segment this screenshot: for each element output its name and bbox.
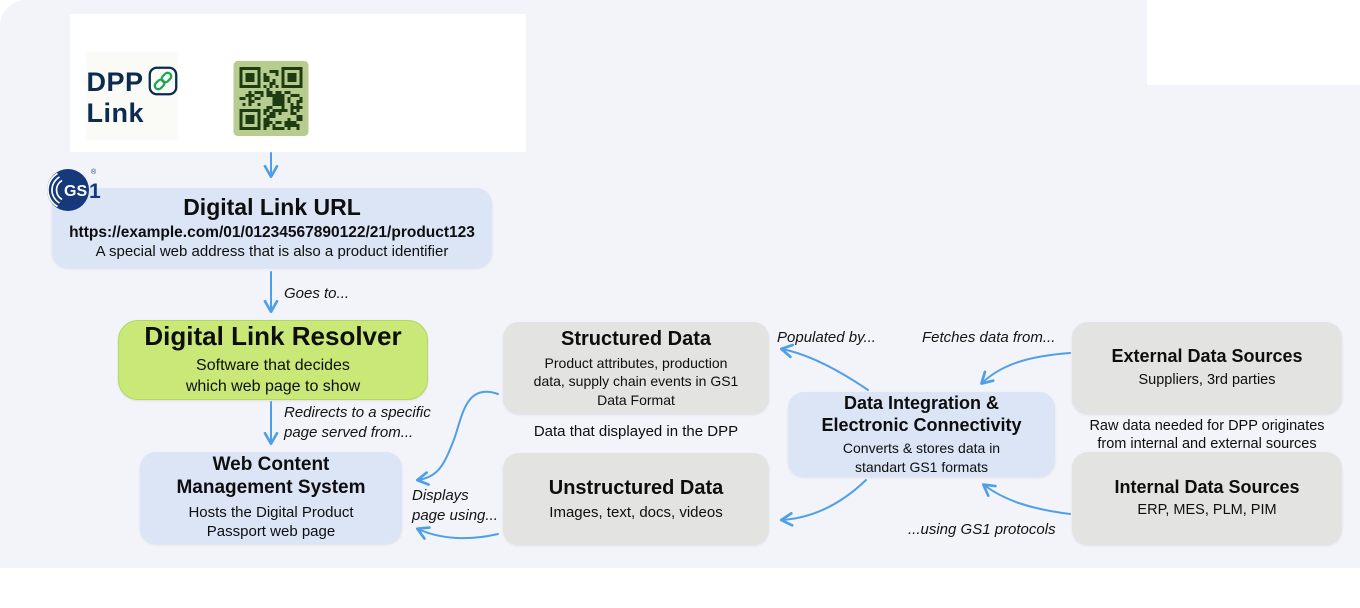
node-title: Structured Data: [560, 328, 712, 351]
svg-text:GS: GS: [64, 183, 87, 200]
node-data-integration: Data Integration & Electronic Connectivi…: [788, 392, 1055, 477]
node-external-sources: External Data Sources Suppliers, 3rd par…: [1072, 322, 1342, 414]
canvas-cutout: [1147, 0, 1360, 85]
node-desc: Product attributes, production data, sup…: [533, 355, 739, 408]
node-title: Digital Link URL: [183, 193, 361, 220]
node-structured-data: Structured Data Product attributes, prod…: [503, 322, 769, 414]
label-populated-by: Populated by...: [777, 329, 876, 346]
note-raw-data: Raw data needed for DPP originates from …: [1089, 418, 1325, 453]
node-desc: Suppliers, 3rd parties: [1138, 371, 1276, 388]
label-fetches-from: Fetches data from...: [922, 329, 1056, 346]
svg-text:1: 1: [89, 180, 101, 203]
node-desc: Hosts the Digital Product Passport web p…: [188, 503, 354, 541]
node-web-cms: Web Content Management System Hosts the …: [140, 452, 402, 544]
digital-link-url-value: https://example.com/01/01234567890122/21…: [69, 224, 475, 242]
node-title: Data Integration & Electronic Connectivi…: [821, 393, 1022, 435]
label-displays: Displays page using...: [412, 487, 498, 525]
node-title: Internal Data Sources: [1114, 476, 1300, 497]
node-internal-sources: Internal Data Sources ERP, MES, PLM, PIM: [1072, 452, 1342, 545]
gs1-logo: GS 1 ®: [44, 164, 114, 221]
label-goes-to: Goes to...: [284, 285, 350, 302]
node-title: Web Content Management System: [176, 453, 366, 498]
note-dpp-display: Data that displayed in the DPP: [533, 423, 739, 440]
dpp-link-logo: DPP Link: [86, 52, 178, 140]
label-redirects: Redirects to a specific page served from…: [284, 404, 431, 442]
node-digital-link-resolver: Digital Link Resolver Software that deci…: [118, 320, 428, 400]
logo-text-dpp: DPP: [86, 67, 144, 97]
node-desc: A special web address that is also a pro…: [95, 243, 449, 261]
node-desc: ERP, MES, PLM, PIM: [1137, 502, 1277, 519]
node-title: Unstructured Data: [548, 476, 724, 499]
node-title: External Data Sources: [1111, 346, 1303, 367]
node-unstructured-data: Unstructured Data Images, text, docs, vi…: [503, 453, 769, 545]
node-desc: Converts & stores data in standart GS1 f…: [842, 440, 1001, 475]
node-desc: Software that decides which web page to …: [185, 357, 361, 396]
node-digital-link-url: Digital Link URL https://example.com/01/…: [52, 188, 492, 268]
chain-link-icon: [148, 66, 178, 100]
logo-text-link: Link: [86, 97, 144, 128]
header-card: DPP Link: [70, 14, 526, 152]
qr-code: [231, 61, 311, 136]
label-using-gs1: ...using GS1 protocols: [908, 521, 1056, 538]
svg-text:®: ®: [91, 168, 97, 176]
node-desc: Images, text, docs, videos: [549, 503, 723, 521]
node-title: Digital Link Resolver: [144, 321, 402, 352]
